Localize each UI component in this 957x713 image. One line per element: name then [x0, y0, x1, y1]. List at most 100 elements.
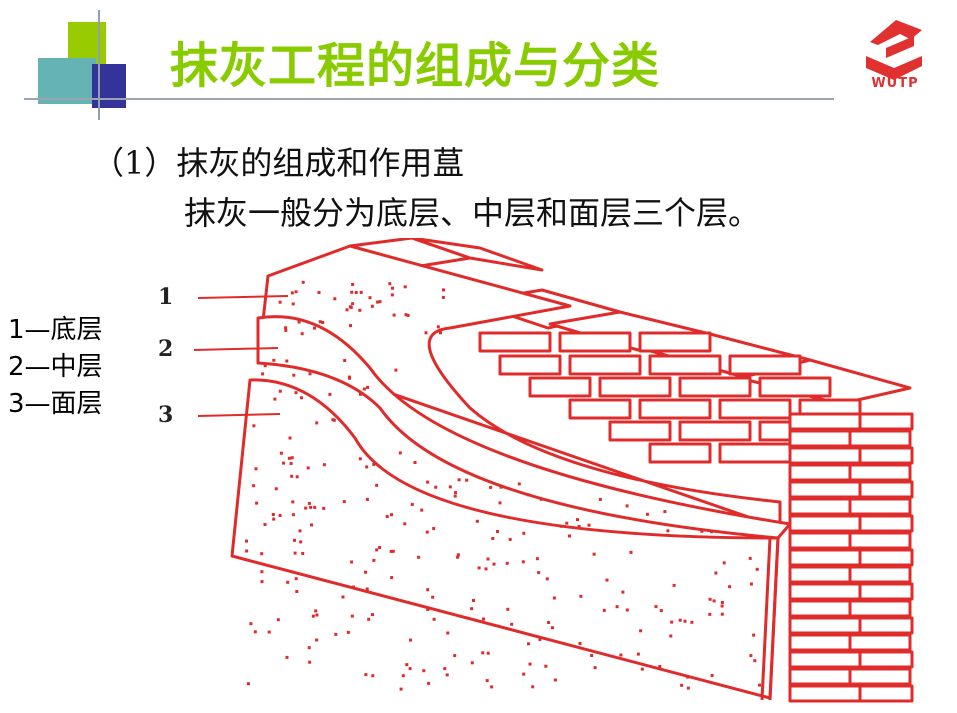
speckle [365, 497, 369, 501]
speckle [454, 491, 457, 495]
speckle [482, 617, 485, 621]
speckle [294, 577, 298, 581]
speckle [577, 525, 581, 528]
speckle [359, 392, 362, 396]
speckle [295, 475, 299, 479]
brick [648, 354, 722, 376]
speckle [425, 530, 429, 534]
speckle [491, 537, 495, 540]
speckle [432, 527, 436, 530]
speckle [551, 626, 554, 630]
plaster-speckles [245, 280, 761, 691]
speckle [654, 605, 658, 609]
speckle [314, 609, 318, 613]
speckle [385, 515, 389, 518]
speckle [553, 678, 557, 682]
brick [638, 331, 712, 353]
brick [788, 463, 852, 482]
brick [788, 650, 862, 669]
brick [788, 412, 862, 431]
speckle [753, 659, 757, 663]
speckle [378, 300, 382, 304]
speckle [351, 302, 355, 306]
speckle [334, 632, 338, 636]
decor-teal-square [38, 58, 96, 104]
speckle [304, 506, 308, 510]
speckle [284, 328, 288, 332]
speckle [290, 474, 294, 478]
speckle [441, 295, 445, 299]
speckle [286, 580, 290, 584]
brick [528, 376, 592, 398]
speckle [506, 607, 510, 611]
brick [858, 684, 914, 703]
speckle [321, 321, 325, 324]
speckle [391, 286, 394, 290]
brick [858, 582, 914, 601]
speckle [306, 466, 310, 470]
speckle [282, 461, 285, 465]
brick [788, 684, 862, 703]
speckle [343, 359, 347, 362]
speckle [346, 630, 350, 634]
speckle [605, 578, 609, 582]
speckle [341, 595, 345, 599]
brick [718, 398, 792, 420]
speckle [245, 549, 249, 553]
speckle [313, 505, 317, 509]
speckle [538, 638, 542, 641]
speckle [576, 518, 579, 522]
speckle [388, 282, 392, 286]
speckle [253, 630, 257, 634]
speckle [288, 436, 292, 440]
brick [858, 616, 914, 635]
brick [678, 420, 752, 442]
speckle [456, 553, 460, 557]
speckle [639, 629, 643, 633]
speckle [615, 605, 619, 609]
brick [848, 667, 912, 686]
speckle [315, 613, 319, 617]
speckle [294, 290, 298, 294]
brick [788, 497, 852, 516]
speckle [752, 633, 756, 637]
speckle [427, 681, 431, 685]
speckle [446, 631, 450, 635]
speckle [252, 424, 256, 428]
speckle [758, 683, 761, 687]
speckle [470, 661, 474, 665]
speckle [629, 550, 633, 554]
brick [478, 331, 552, 353]
speckle [307, 501, 311, 505]
speckle [712, 599, 716, 603]
speckle [422, 669, 426, 673]
speckle [728, 585, 732, 589]
speckle [592, 552, 596, 556]
speckle [403, 285, 407, 289]
speckle [358, 457, 362, 461]
speckle [392, 313, 396, 317]
brick [788, 429, 852, 448]
speckle [348, 305, 352, 309]
speckle [376, 300, 380, 304]
speckle [453, 654, 457, 658]
speckle [663, 510, 667, 514]
speckle [710, 674, 714, 677]
speckle [527, 642, 530, 646]
speckle [254, 467, 258, 471]
speckle [297, 320, 301, 324]
speckle [445, 673, 449, 677]
speckle [499, 485, 503, 489]
speckle [289, 462, 293, 465]
speckle [539, 497, 543, 501]
speckle [625, 504, 629, 508]
speckle [291, 500, 295, 504]
speckle [272, 358, 276, 362]
speckle [401, 674, 405, 678]
speckle [490, 685, 494, 689]
speckle [453, 494, 457, 498]
brick [788, 667, 852, 686]
speckle [342, 500, 346, 504]
speckle [426, 608, 430, 611]
layer-legend: 1—底层 2—中层 3—面层 [8, 312, 103, 423]
